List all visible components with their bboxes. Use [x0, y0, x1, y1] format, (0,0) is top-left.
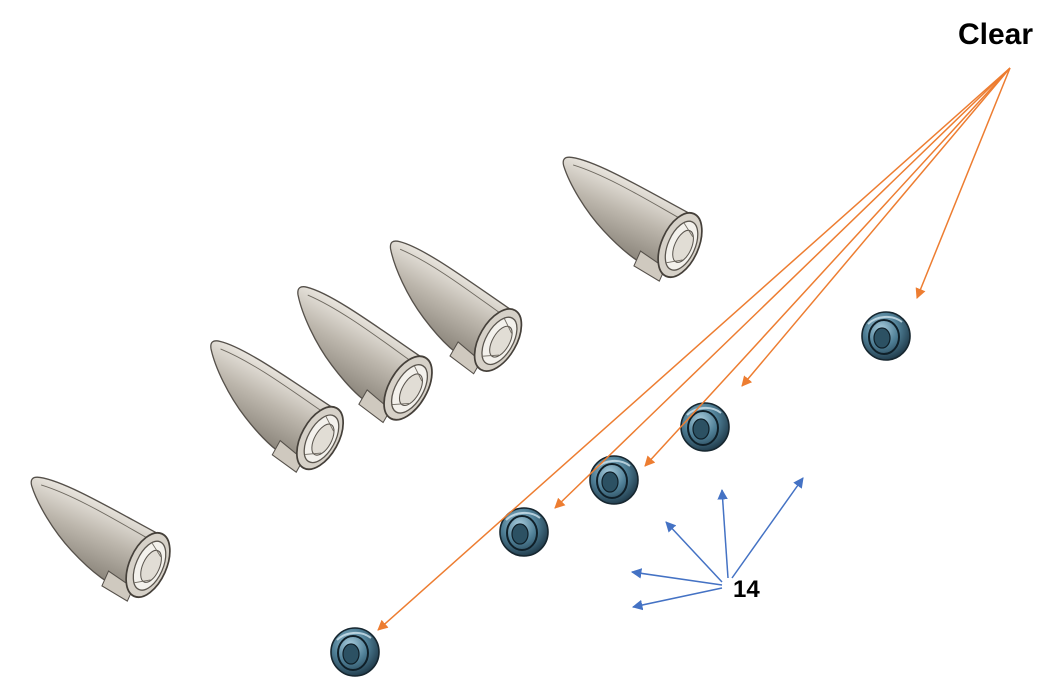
housing-1 [1, 471, 182, 612]
fourteen-arrow-2 [631, 587, 723, 611]
fourteen-arrow-4 [717, 488, 729, 579]
lens-5 [861, 311, 911, 361]
lens-3 [589, 455, 639, 505]
lens-1 [330, 627, 380, 677]
fourteen-arrows [630, 477, 804, 611]
clear-arrow-5 [915, 67, 1011, 299]
lens-4 [680, 402, 730, 452]
clear-arrow-4 [741, 67, 1011, 387]
clear-arrow-2 [554, 67, 1011, 509]
housing-5 [533, 151, 714, 292]
clear-arrows [377, 67, 1011, 631]
fourteen-arrow-1 [630, 568, 723, 586]
clear-arrow-1 [377, 67, 1011, 631]
fourteen-arrow-5 [731, 477, 804, 579]
clear-label: Clear [958, 18, 1033, 51]
fourteen-arrow-3 [665, 521, 723, 583]
fourteen-label: 14 [733, 576, 760, 603]
clear-arrow-3 [644, 67, 1011, 467]
